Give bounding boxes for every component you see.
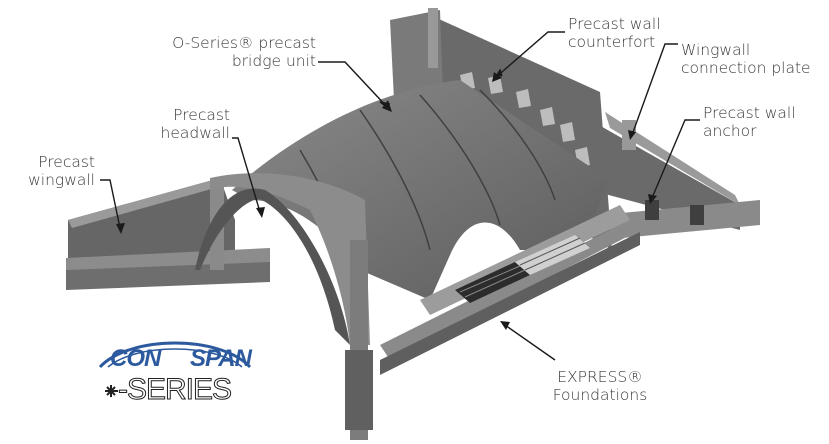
logo-con-text: CON <box>110 345 161 372</box>
label-headwall: Precast headwall <box>130 106 231 142</box>
label-counterfort: Precast wall counterfort <box>568 15 661 51</box>
logo-span-text: SPAN <box>190 345 252 372</box>
label-wall-anchor-line1: Precast wall <box>703 104 796 122</box>
label-counterfort-line1: Precast wall <box>568 15 661 33</box>
leader-foundations <box>504 324 556 361</box>
arch-barrel <box>232 80 610 300</box>
label-wall-anchor-line2: anchor <box>703 122 757 140</box>
label-foundations-line1: EXPRESS® <box>557 368 643 386</box>
wall-anchor-left <box>645 200 659 220</box>
label-connection-plate-line1: Wingwall <box>681 41 751 59</box>
logo-burst-icon <box>105 385 118 397</box>
label-connection-plate: Wingwall connection plate <box>681 41 811 77</box>
label-headwall-line2: headwall <box>160 124 231 142</box>
leader-counterfort <box>494 31 565 79</box>
label-bridge-unit-line2: bridge unit <box>231 52 316 70</box>
label-counterfort-line2: counterfort <box>568 33 656 51</box>
label-wingwall-line1: Precast <box>38 153 95 171</box>
front-headwall <box>195 173 373 440</box>
leader-bridge-unit <box>318 61 389 109</box>
wall-anchor-right <box>690 205 704 225</box>
label-headwall-line1: Precast <box>173 106 230 124</box>
leader-connection-plate <box>631 43 678 136</box>
label-wall-anchor: Precast wall anchor <box>703 104 796 140</box>
leader-arrowheads <box>116 72 657 330</box>
label-wingwall-line2: wingwall <box>28 171 95 189</box>
logo-series-text: -SERIES <box>117 373 232 407</box>
logo-arch-icon <box>98 341 252 397</box>
label-foundations-line2: Foundations <box>552 386 648 404</box>
express-foundations <box>380 205 640 375</box>
label-bridge-unit: O-Series® precast bridge unit <box>136 34 316 70</box>
leader-wall-anchor <box>651 119 700 199</box>
label-foundations: EXPRESS® Foundations <box>540 368 660 404</box>
label-bridge-unit-line1: O-Series® precast <box>172 34 316 52</box>
label-connection-plate-line2: connection plate <box>681 59 811 77</box>
label-wingwall: Precast wingwall <box>0 153 95 189</box>
leader-headwall <box>232 137 261 213</box>
leader-wingwall <box>100 179 121 229</box>
conspan-logo: CON SPAN -SERIES <box>70 333 285 413</box>
left-wingwall <box>66 178 270 290</box>
